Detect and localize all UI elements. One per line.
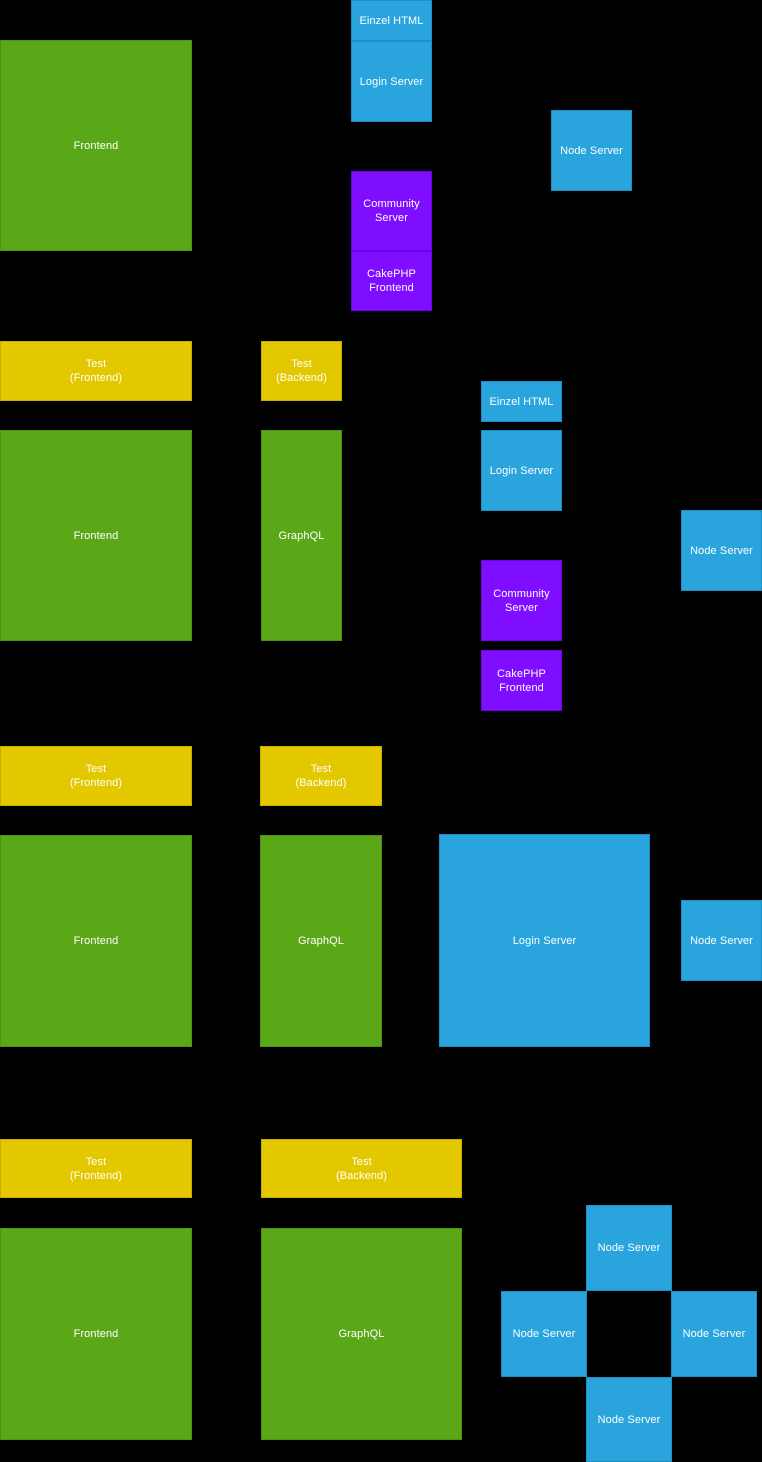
login-server-block-2-label: Login Server: [489, 464, 554, 477]
test-backend-block-3-label: Test (Backend): [295, 763, 347, 789]
login-server-block-3-label: Login Server: [512, 934, 577, 947]
frontend-block-3-label: Frontend: [73, 935, 119, 947]
cakephp-frontend-block-2-label: CakePHP Frontend: [497, 667, 546, 694]
test-frontend-block-2[interactable]: Test (Frontend): [0, 341, 192, 401]
node-server-block-3[interactable]: Node Server: [681, 900, 762, 981]
test-frontend-block-3[interactable]: Test (Frontend): [0, 746, 192, 806]
cakephp-frontend-block-2[interactable]: CakePHP Frontend: [481, 650, 562, 711]
test-backend-block-4[interactable]: Test (Backend): [261, 1139, 462, 1198]
login-server-block-2[interactable]: Login Server: [481, 430, 562, 511]
einzel-html-block-1[interactable]: Einzel HTML: [351, 0, 432, 41]
node-server-cluster-top-label: Node Server: [597, 1242, 661, 1254]
einzel-html-block-1-label: Einzel HTML: [359, 14, 424, 27]
graphql-block-2-label: GraphQL: [278, 529, 325, 542]
test-backend-block-2-label: Test (Backend): [275, 358, 328, 384]
login-server-block-1-label: Login Server: [359, 75, 424, 88]
community-server-block-1-label: Community Server: [363, 198, 420, 224]
frontend-block-4[interactable]: Frontend: [0, 1228, 192, 1440]
node-server-cluster-bottom-label: Node Server: [597, 1413, 661, 1426]
node-server-cluster-left-label: Node Server: [512, 1328, 576, 1340]
frontend-block-4-label: Frontend: [73, 1328, 119, 1340]
test-frontend-block-2-label: Test (Frontend): [69, 358, 123, 384]
frontend-block-2-label: Frontend: [73, 529, 119, 542]
login-server-block-1[interactable]: Login Server: [351, 41, 432, 122]
node-server-cluster-left[interactable]: Node Server: [501, 1291, 587, 1377]
community-server-block-2-label: Community Server: [493, 587, 550, 614]
node-server-cluster-top[interactable]: Node Server: [586, 1205, 672, 1291]
node-server-block-1[interactable]: Node Server: [551, 110, 632, 191]
node-server-cluster-right-label: Node Server: [682, 1328, 746, 1340]
graphql-block-4[interactable]: GraphQL: [261, 1228, 462, 1440]
login-server-block-3[interactable]: Login Server: [439, 834, 650, 1047]
frontend-block-1[interactable]: Frontend: [0, 40, 192, 251]
node-server-cluster-right[interactable]: Node Server: [671, 1291, 757, 1377]
node-server-block-1-label: Node Server: [560, 144, 623, 157]
graphql-block-4-label: GraphQL: [338, 1328, 385, 1340]
test-backend-block-2[interactable]: Test (Backend): [261, 341, 342, 401]
einzel-html-block-2-label: Einzel HTML: [489, 395, 554, 408]
test-backend-block-4-label: Test (Backend): [335, 1155, 388, 1182]
test-frontend-block-4[interactable]: Test (Frontend): [0, 1139, 192, 1198]
frontend-block-1-label: Frontend: [73, 139, 119, 152]
einzel-html-block-2[interactable]: Einzel HTML: [481, 381, 562, 422]
frontend-block-3[interactable]: Frontend: [0, 835, 192, 1047]
node-server-block-2-label: Node Server: [690, 544, 753, 557]
test-frontend-block-3-label: Test (Frontend): [69, 763, 123, 789]
node-server-block-3-label: Node Server: [690, 934, 753, 947]
test-frontend-block-4-label: Test (Frontend): [69, 1155, 123, 1182]
community-server-block-2[interactable]: Community Server: [481, 560, 562, 641]
frontend-block-2[interactable]: Frontend: [0, 430, 192, 641]
node-server-cluster-bottom[interactable]: Node Server: [586, 1377, 672, 1462]
graphql-block-3-label: GraphQL: [298, 935, 344, 947]
community-server-block-1[interactable]: Community Server: [351, 171, 432, 251]
graphql-block-2[interactable]: GraphQL: [261, 430, 342, 641]
cakephp-frontend-block-1-label: CakePHP Frontend: [367, 268, 416, 294]
cakephp-frontend-block-1[interactable]: CakePHP Frontend: [351, 251, 432, 311]
graphql-block-3[interactable]: GraphQL: [260, 835, 382, 1047]
node-server-block-2[interactable]: Node Server: [681, 510, 762, 591]
test-backend-block-3[interactable]: Test (Backend): [260, 746, 382, 806]
